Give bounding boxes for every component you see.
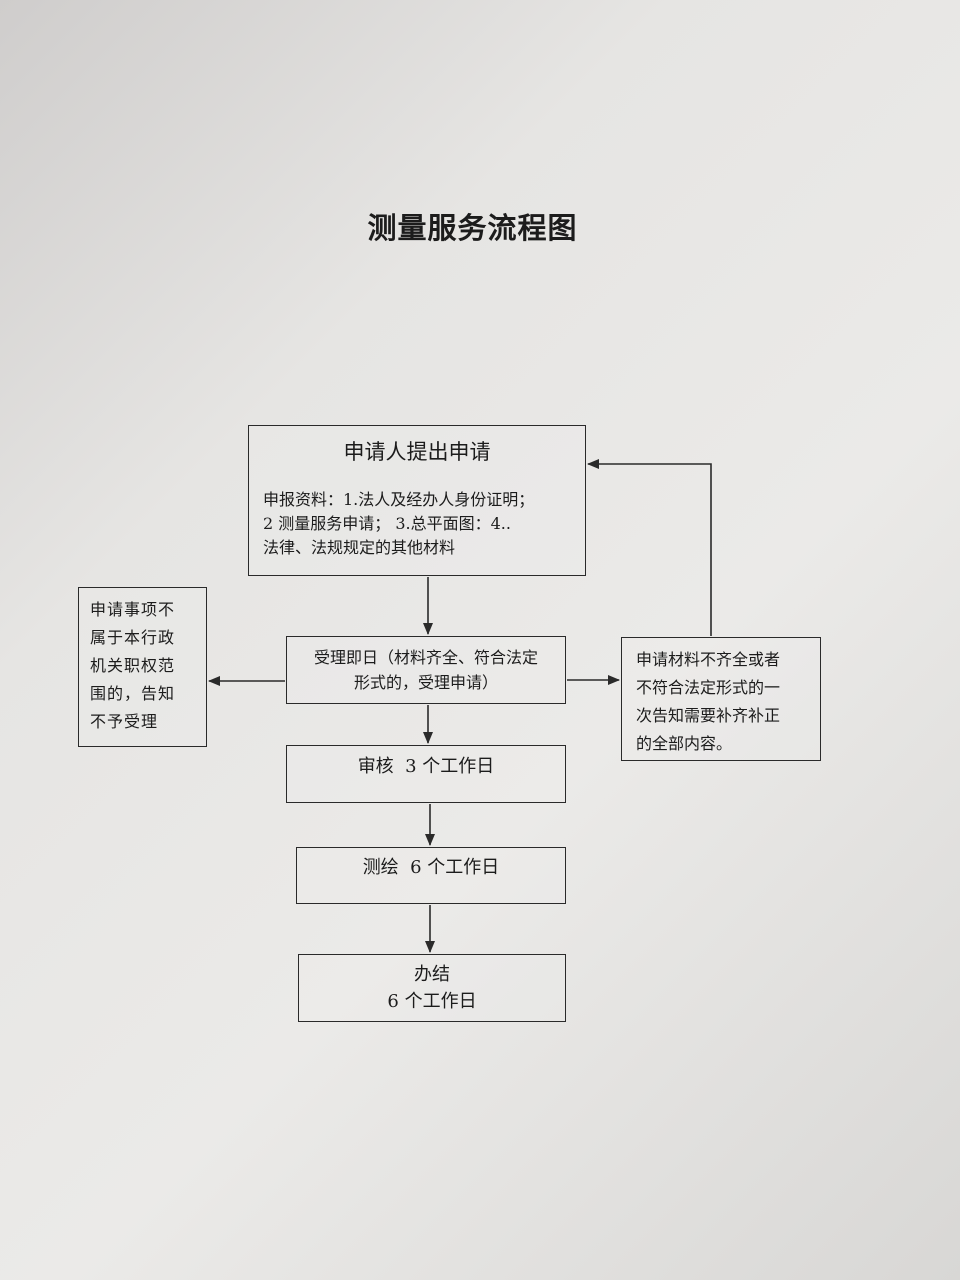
apply-heading: 申请人提出申请	[343, 440, 491, 464]
complete-text: 办结 6 个工作日	[299, 955, 565, 1015]
reject-branch-box: 申请事项不 属于本行政 机关职权范 围的，告知 不予受理	[78, 587, 207, 747]
incomplete-line: 不符合法定形式的一	[636, 678, 781, 697]
incomplete-text: 申请材料不齐全或者 不符合法定形式的一 次告知需要补齐补正 的全部内容。	[622, 638, 820, 758]
incomplete-branch-box: 申请材料不齐全或者 不符合法定形式的一 次告知需要补齐补正 的全部内容。	[621, 637, 821, 761]
complete-line: 办结	[414, 964, 450, 985]
reject-line: 申请事项不	[90, 600, 176, 619]
incomplete-line: 的全部内容。	[636, 734, 733, 753]
reject-line: 属于本行政	[90, 628, 176, 647]
survey-step-box: 测绘 6 个工作日	[296, 847, 566, 904]
accept-line: 受理即日（材料齐全、符合法定	[313, 648, 538, 667]
complete-step-box: 办结 6 个工作日	[298, 954, 566, 1022]
accept-step-box: 受理即日（材料齐全、符合法定 形式的，受理申请）	[286, 636, 566, 704]
materials-line: 申报资料：1.法人及经办人身份证明；	[263, 490, 535, 509]
incomplete-line: 申请材料不齐全或者	[636, 650, 781, 669]
arrow-incomplete-to-apply	[587, 459, 712, 636]
review-text: 审核 3 个工作日	[357, 756, 495, 777]
reject-line: 围的，告知	[90, 684, 176, 703]
materials-line: 2 测量服务申请； 3.总平面图：4..	[263, 514, 511, 533]
page-title: 测量服务流程图	[367, 211, 578, 245]
reject-line: 机关职权范	[90, 656, 176, 675]
review-step-box: 审核 3 个工作日	[286, 745, 566, 803]
reject-text: 申请事项不 属于本行政 机关职权范 围的，告知 不予受理	[79, 588, 206, 736]
complete-line: 6 个工作日	[387, 991, 477, 1012]
materials-line: 法律、法规规定的其他材料	[263, 538, 456, 557]
reject-line: 不予受理	[90, 712, 159, 731]
incomplete-line: 次告知需要补齐补正	[636, 706, 781, 725]
apply-materials: 申报资料：1.法人及经办人身份证明； 2 测量服务申请； 3.总平面图：4.. …	[263, 488, 583, 560]
apply-step-box: 申请人提出申请 申报资料：1.法人及经办人身份证明； 2 测量服务申请； 3.总…	[248, 425, 586, 576]
accept-line: 形式的，受理申请）	[353, 673, 498, 692]
survey-text: 测绘 6 个工作日	[362, 857, 500, 878]
accept-text: 受理即日（材料齐全、符合法定 形式的，受理申请）	[287, 637, 565, 695]
